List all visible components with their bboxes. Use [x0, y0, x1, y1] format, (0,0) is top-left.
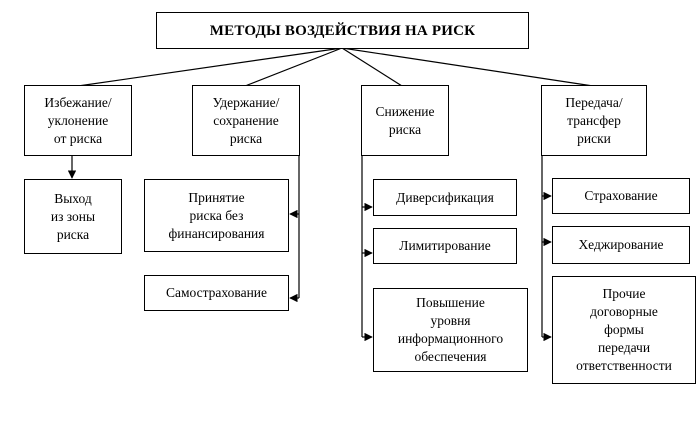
category-reduction: Снижение риска [361, 85, 449, 156]
method-self-insurance: Самострахование [144, 275, 289, 311]
category-avoidance: Избежание/ уклонение от риска [24, 85, 132, 156]
method-risk-acceptance: Принятие риска без финансирования [144, 179, 289, 252]
method-diversification: Диверсификация [373, 179, 517, 216]
method-other-contract-forms: Прочие договорные формы передачи ответст… [552, 276, 696, 384]
method-insurance: Страхование [552, 178, 690, 214]
method-exit-risk-zone: Выход из зоны риска [24, 179, 122, 254]
method-information-improvement: Повышение уровня информационного обеспеч… [373, 288, 528, 372]
method-limitation: Лимитирование [373, 228, 517, 264]
method-hedging: Хеджирование [552, 226, 690, 264]
link-title-cat2 [244, 47, 343, 87]
link-title-cat4 [341, 47, 594, 87]
diagram-title: МЕТОДЫ ВОЗДЕЙСТВИЯ НА РИСК [156, 12, 529, 49]
category-retention: Удержание/ сохранение риска [192, 85, 300, 156]
link-title-cat1 [77, 47, 343, 87]
category-transfer: Передача/ трансфер риски [541, 85, 647, 156]
link-title-cat3 [341, 47, 403, 87]
